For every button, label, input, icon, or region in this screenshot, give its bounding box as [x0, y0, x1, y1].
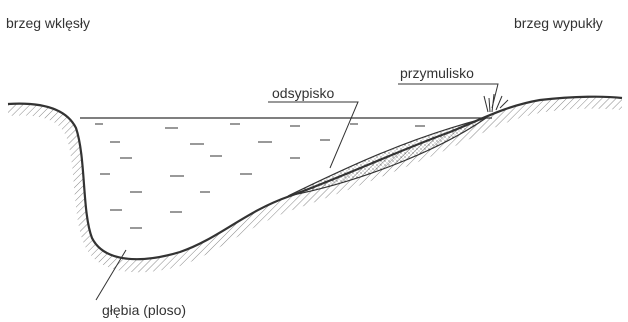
convex-bank-label: brzeg wypukły [514, 15, 603, 31]
concave-bank-label: brzeg wklęsły [6, 15, 90, 31]
riverbed-outline [8, 97, 622, 259]
sandbar-leader-line [268, 102, 358, 168]
point-bar-leader-line [398, 84, 498, 108]
point-bar-label: przymulisko [400, 65, 474, 81]
deep-pool-label: głębia (ploso) [102, 302, 186, 318]
sandbar-label: odsypisko [272, 85, 334, 101]
